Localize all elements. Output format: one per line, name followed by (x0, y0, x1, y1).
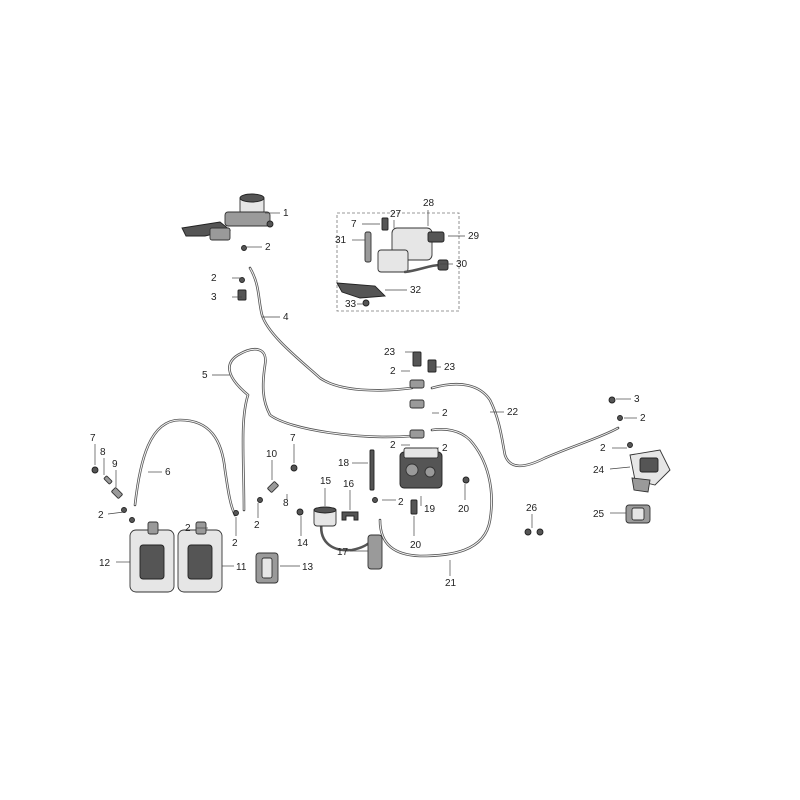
callout-label-4: 4 (283, 312, 289, 323)
callout-label-20: 20 (458, 504, 470, 515)
callout-label-28: 28 (423, 198, 435, 209)
callout-label-31: 31 (335, 235, 347, 246)
callout-label-21: 21 (445, 578, 457, 589)
callout-label-2: 2 (185, 523, 191, 534)
front-brake-hose-6 (133, 418, 237, 517)
abs-modulator (399, 351, 470, 515)
rear-reservoir-and-fittings (296, 449, 383, 570)
callout-label-2: 2 (232, 538, 238, 549)
callout-label-1: 1 (283, 208, 289, 219)
callout-label-17: 17 (337, 547, 349, 558)
callout-leader-line (107, 511, 125, 515)
banjo-bolts-and-washers (91, 245, 298, 523)
brake-hoses (133, 266, 620, 558)
callout-label-2: 2 (265, 242, 271, 253)
callout-label-6: 6 (165, 467, 171, 478)
callout-label-19: 19 (424, 504, 436, 515)
rear-master-cylinder-assembly (336, 217, 449, 307)
callout-label-8: 8 (100, 447, 106, 458)
rear-brake-hose-22 (430, 382, 620, 468)
callout-label-29: 29 (468, 231, 480, 242)
callout-label-27: 27 (390, 209, 402, 220)
callout-label-24: 24 (593, 465, 605, 476)
callout-label-2: 2 (390, 440, 396, 451)
callout-label-2: 2 (390, 366, 396, 377)
callout-label-7: 7 (90, 433, 96, 444)
callout-label-12: 12 (99, 558, 111, 569)
callout-label-3: 3 (634, 394, 640, 405)
callout-label-2: 2 (600, 443, 606, 454)
callout-label-22: 22 (507, 407, 519, 418)
callout-label-10: 10 (266, 449, 278, 460)
callout-label-30: 30 (456, 259, 468, 270)
callout-label-15: 15 (320, 476, 332, 487)
callout-label-14: 14 (297, 538, 309, 549)
callout-label-3: 3 (211, 292, 217, 303)
callout-label-5: 5 (202, 370, 208, 381)
callout-label-23: 23 (444, 362, 456, 373)
front-calipers (129, 521, 279, 593)
rear-caliper (524, 396, 671, 536)
callout-label-32: 32 (410, 285, 422, 296)
callout-label-16: 16 (343, 479, 355, 490)
callout-label-11: 11 (236, 562, 247, 573)
callout-label-2: 2 (640, 413, 646, 424)
callout-label-2: 2 (442, 408, 448, 419)
callout-label-20: 20 (410, 540, 422, 551)
callout-label-13: 13 (302, 562, 314, 573)
callout-label-2: 2 (398, 497, 404, 508)
callout-label-8: 8 (283, 498, 289, 509)
callout-label-7: 7 (351, 219, 357, 230)
callout-label-25: 25 (593, 509, 605, 520)
callout-label-33: 33 (345, 299, 357, 310)
callout-label-2: 2 (254, 520, 260, 531)
callout-label-2: 2 (211, 273, 217, 284)
callout-leader-line (609, 466, 631, 470)
callout-label-2: 2 (442, 443, 448, 454)
callout-label-26: 26 (526, 503, 538, 514)
callout-label-18: 18 (338, 458, 350, 469)
callout-label-2: 2 (98, 510, 104, 521)
callout-label-9: 9 (112, 459, 118, 470)
inset-detail-box (336, 212, 460, 312)
front-brake-hose-4 (248, 266, 414, 392)
callout-label-23: 23 (384, 347, 396, 358)
callout-label-7: 7 (290, 433, 296, 444)
front-master-cylinder (181, 193, 274, 241)
